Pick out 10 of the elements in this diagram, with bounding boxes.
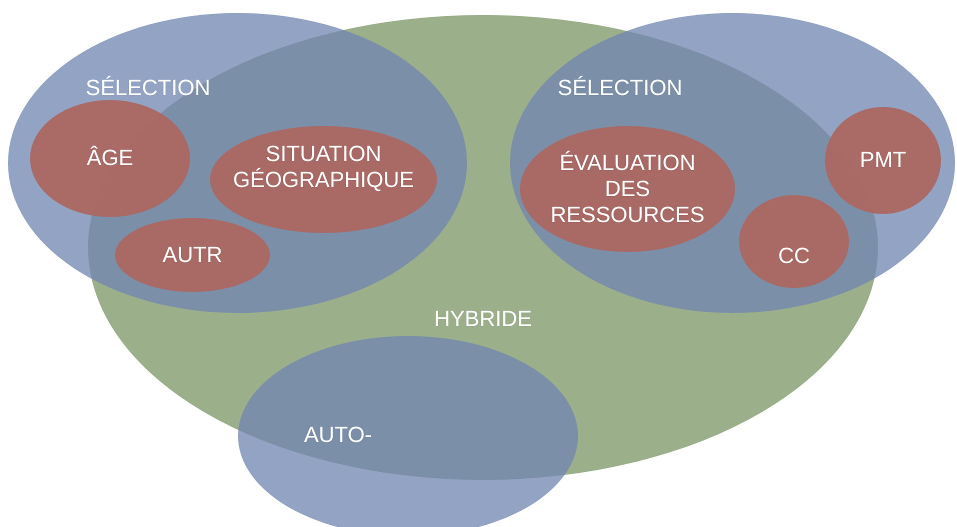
ellipse-label: SÉLECTION bbox=[84, 75, 212, 101]
ellipse-label: SITUATION GÉOGRAPHIQUE bbox=[232, 141, 415, 193]
ellipse-label: PMT bbox=[858, 147, 908, 173]
ellipse-label: AUTO- bbox=[302, 422, 374, 448]
ellipse-label: ÉVALUATION DES RESSOURCES bbox=[549, 150, 706, 228]
ellipse-label: SÉLECTION bbox=[556, 75, 684, 101]
ellipse-label: HYBRIDE bbox=[433, 306, 533, 332]
ellipse-label: AUTR bbox=[162, 242, 224, 268]
ellipse-label: CC bbox=[777, 243, 811, 269]
ellipse-label: ÂGE bbox=[86, 145, 134, 171]
